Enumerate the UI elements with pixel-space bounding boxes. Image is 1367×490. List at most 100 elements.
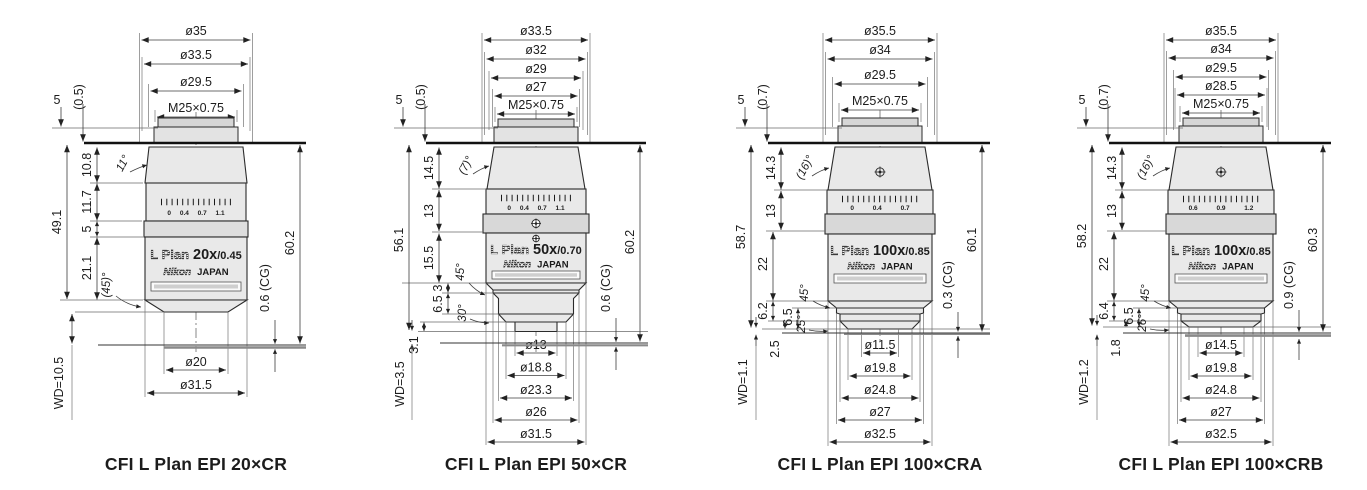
- right-dimensions: 0.6 (CG) 60.2: [599, 145, 643, 370]
- dim-label: ø27: [869, 405, 891, 419]
- index-mark: [1215, 166, 1227, 178]
- dim-label: ø35.5: [1205, 24, 1237, 38]
- dim-label: M25×0.75: [1193, 97, 1249, 111]
- dim-label: 1.8: [1109, 339, 1123, 356]
- left-dimensions: 5 (0.7) 14.3 13 22 6.5 6.4 1.8 58.2 (16)…: [1075, 84, 1181, 420]
- dim-label: ø34: [1210, 42, 1232, 56]
- nikon-logo: Nikon: [847, 262, 875, 273]
- lens-series: L Plan: [830, 243, 869, 258]
- dim-label: 13: [422, 204, 436, 218]
- nikon-logo: Nikon: [1188, 262, 1216, 273]
- dim-label: ø24.8: [864, 383, 896, 397]
- dim-label: ø34: [869, 43, 891, 57]
- dim-label: M25×0.75: [508, 98, 564, 112]
- bottom-dimensions: ø14.5 ø19.8 ø24.8 ø27 ø32.5: [1168, 301, 1274, 446]
- origin-label: JAPAN: [1222, 262, 1254, 273]
- dim-label: 2.5: [768, 340, 782, 357]
- dim-label: 3: [431, 284, 445, 291]
- overall-length-label: 58.7: [734, 225, 748, 249]
- dim-label: ø27: [525, 80, 547, 94]
- overall-length-label: 58.2: [1075, 224, 1089, 248]
- lower-step-angle-label: 25°: [796, 315, 808, 334]
- brand-label: Nikon JAPAN: [1188, 262, 1253, 273]
- overall-length-label: 49.1: [50, 210, 64, 234]
- dim-label: 14.5: [422, 156, 436, 180]
- bottom-dimensions: ø11.5 ø19.8 ø24.8 ø27 ø32.5: [827, 301, 933, 446]
- dim-label: ø27: [1210, 405, 1232, 419]
- dim-label: 6.5: [781, 308, 795, 325]
- parfocal-label: 60.1: [965, 228, 979, 252]
- objective-drawing-20xcr: ø35 ø33.5 ø29.5 M25×0.75 0 0.4 0.7 1.1 L…: [50, 24, 306, 474]
- dim-label: ø29.5: [864, 68, 896, 82]
- right-dimensions: 0.6 (CG) 60.2: [258, 145, 303, 372]
- dim-label: 13: [1105, 204, 1119, 218]
- parfocal-label: 60.2: [623, 230, 637, 254]
- index-mark: [531, 218, 541, 229]
- dim-label: 5: [80, 225, 94, 232]
- dim-label: ø33.5: [520, 24, 552, 38]
- origin-label: JAPAN: [537, 260, 569, 271]
- origin-label: JAPAN: [881, 262, 913, 273]
- lower-step-angle-label: 26°: [1137, 314, 1149, 333]
- parfocal-label: 60.2: [283, 231, 297, 255]
- thread-cap-top: [1182, 117, 1260, 127]
- ring-band: [143, 220, 249, 238]
- lens-na: /0.85: [905, 246, 929, 258]
- dim-label: ø31.5: [520, 427, 552, 441]
- dim-label: ø35: [185, 24, 207, 38]
- dim-label: 14.3: [1105, 156, 1119, 180]
- scale-numbers: 0 0.4 0.7 1.1: [507, 205, 565, 212]
- nikon-logo: Nikon: [503, 260, 531, 271]
- thread-cap-top: [497, 118, 575, 128]
- dim-label: ø29: [525, 62, 547, 76]
- figure-caption: CFI L Plan EPI 100×CRA: [778, 454, 983, 474]
- correction-ring: [1167, 189, 1275, 215]
- lens-na: /0.85: [1246, 246, 1270, 258]
- thread-gap-label: (0.5): [72, 84, 86, 110]
- dim-label: ø19.8: [864, 361, 896, 375]
- dim-label: ø32.5: [864, 427, 896, 441]
- taper-angle-label: (16)°: [794, 153, 817, 181]
- lens-magnification: 100x: [1214, 243, 1246, 259]
- dim-label: 22: [1097, 257, 1111, 271]
- thread-depth-label: 5: [54, 93, 61, 107]
- thread-depth-label: 5: [396, 93, 403, 107]
- scale-numbers: 0 0.4 0.7: [850, 205, 910, 212]
- working-distance-label: WD=1.2: [1077, 359, 1091, 405]
- dim-label: 6.5: [431, 295, 445, 312]
- figure-caption: CFI L Plan EPI 100×CRB: [1119, 454, 1324, 474]
- lower-step-angle-label: 30°: [457, 304, 469, 322]
- objective-drawing-100xcrb: ø35.5 ø34 ø29.5 ø28.5 M25×0.75 0.6 0.9 1…: [1075, 24, 1331, 474]
- dim-label: 11.7: [80, 190, 94, 213]
- correction-ring: [145, 182, 247, 222]
- scale-numbers: 0.6 0.9 1.2: [1189, 205, 1254, 212]
- nose-assembly: [826, 300, 934, 330]
- index-mark: [532, 234, 540, 243]
- thread-gap-label: (0.7): [1097, 84, 1111, 110]
- top-dimensions: ø35.5 ø34 ø29.5 M25×0.75: [822, 24, 938, 142]
- thread-cap: [493, 126, 579, 144]
- cover-glass-label: 0.6 (CG): [599, 264, 613, 312]
- thread-cap-top: [841, 117, 919, 127]
- figure-caption: CFI L Plan EPI 20×CR: [105, 454, 287, 474]
- cover-glass-label: 0.3 (CG): [941, 261, 955, 309]
- ring-band: [824, 213, 936, 235]
- right-dimensions: 0.3 (CG) 60.1: [941, 145, 985, 358]
- dim-label: ø32.5: [1205, 427, 1237, 441]
- origin-label: JAPAN: [197, 267, 229, 278]
- cover-glass-label: 0.9 (CG): [1282, 261, 1296, 309]
- dim-label: ø18.8: [520, 361, 552, 375]
- dim-label: ø24.8: [1205, 383, 1237, 397]
- working-distance-label: WD=3.5: [393, 361, 407, 407]
- working-distance-label: WD=1.1: [736, 359, 750, 405]
- taper-cone: [144, 146, 248, 184]
- lens-series: L Plan: [150, 247, 189, 262]
- dim-label: ø31.5: [180, 378, 212, 392]
- right-dimensions: 0.9 (CG) 60.3: [1282, 145, 1326, 360]
